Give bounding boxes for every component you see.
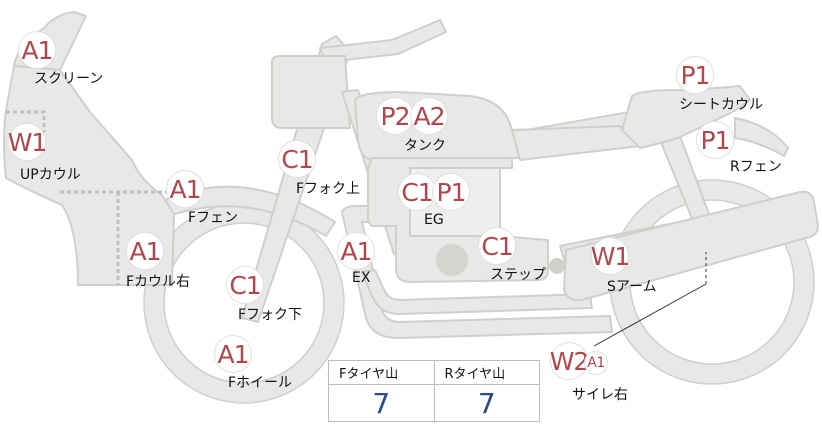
label-silencer-right: サイレ右 (572, 387, 628, 403)
label-engine: EG (424, 212, 444, 228)
code-circle: A1 (337, 232, 375, 270)
label-ffender: Fフェン (188, 210, 239, 226)
code-circle: P1 (676, 56, 714, 94)
label-screen: スクリーン (34, 71, 104, 87)
front-tire-value[interactable]: 7 (372, 386, 391, 420)
code-circle: P2 (376, 97, 414, 135)
code-circle: C1 (398, 173, 436, 211)
code-circle-small: A1 (584, 351, 608, 375)
code-circle: A1 (18, 31, 56, 69)
code-circle: A1 (166, 170, 204, 208)
code-circle: W1 (591, 237, 630, 275)
badge-swingarm[interactable]: W1 (591, 236, 630, 276)
badge-engine[interactable]: C1 P1 (398, 172, 470, 212)
front-tire-header: Fタイヤ山 (329, 361, 434, 385)
tire-tread-table: Fタイヤ山 7 Rタイヤ山 7 (328, 360, 540, 422)
code-circle: A2 (410, 97, 448, 135)
front-wheel-shape (144, 203, 344, 403)
badge-silencer-right[interactable]: W2 A1 (550, 341, 608, 381)
code-circle: C1 (478, 227, 516, 265)
code-circle: W2 (550, 342, 589, 380)
badge-seatcowl[interactable]: P1 (676, 55, 714, 95)
label-upcowl: UPカウル (20, 167, 81, 183)
silencer-shape (563, 190, 819, 302)
rear-fender-shape (734, 117, 789, 157)
label-exhaust: EX (352, 270, 371, 286)
badge-ffender[interactable]: A1 (166, 169, 204, 209)
badge-upcowl[interactable]: W1 (8, 122, 47, 162)
label-seatcowl: シートカウル (679, 97, 763, 113)
code-circle: C1 (278, 140, 316, 178)
badge-tank[interactable]: P2 A2 (376, 96, 448, 136)
badge-exhaust[interactable]: A1 (337, 231, 375, 271)
code-circle: P1 (432, 173, 470, 211)
seat-cowl-shape (621, 85, 751, 149)
badge-fcowl-right[interactable]: A1 (126, 231, 164, 271)
front-fender-shape (164, 185, 336, 237)
label-swingarm: Sアーム (607, 279, 657, 295)
badge-step[interactable]: C1 (478, 226, 516, 266)
rear-tire-column: Rタイヤ山 7 (433, 361, 539, 421)
front-cowl-shape (3, 65, 175, 286)
label-fwheel: Fホイール (228, 375, 293, 391)
badge-fork-upper[interactable]: C1 (278, 139, 316, 179)
label-fork-upper: Fフォク上 (296, 181, 361, 197)
label-rfender: Rフェン (730, 159, 782, 175)
rear-tire-value[interactable]: 7 (477, 386, 496, 420)
code-circle: C1 (226, 266, 264, 304)
badge-fork-lower[interactable]: C1 (226, 265, 264, 305)
badge-rfender[interactable]: P1 (696, 120, 734, 160)
badge-screen[interactable]: A1 (18, 30, 56, 70)
code-circle: P1 (696, 121, 734, 159)
rear-tire-header: Rタイヤ山 (434, 361, 539, 385)
front-tire-column: Fタイヤ山 7 (329, 361, 434, 421)
label-tank: タンク (404, 138, 446, 154)
code-circle: A1 (126, 232, 164, 270)
badge-fwheel[interactable]: A1 (214, 334, 252, 374)
label-fcowl-right: Fカウル右 (126, 274, 191, 290)
label-fork-lower: Fフォク下 (238, 307, 303, 323)
label-step: ステップ (490, 267, 546, 283)
code-circle: A1 (214, 335, 252, 373)
code-circle: W1 (8, 123, 47, 161)
